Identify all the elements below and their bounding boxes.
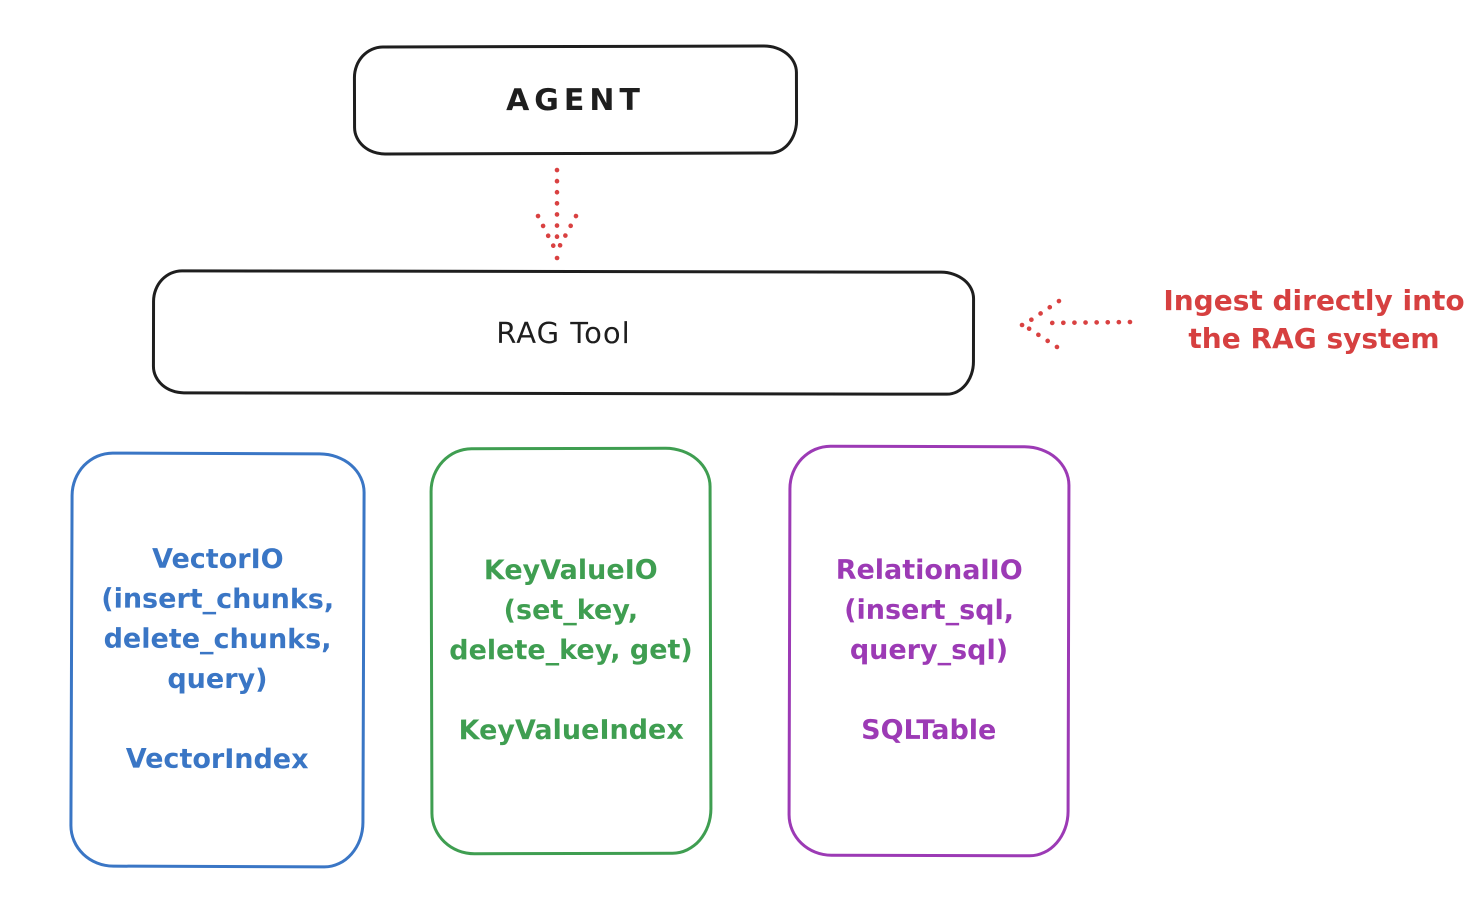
relational-io-line: query_sql) (849, 634, 1009, 667)
keyvalue-io-text: KeyValueIO (set_key, delete_key, get) Ke… (449, 551, 693, 752)
vector-io-line: VectorIO (152, 543, 284, 576)
ingest-annotation: Ingest directly into the RAG system (1138, 282, 1484, 358)
agent-to-ragtool-arrow (535, 167, 579, 261)
agent-node: AGENT (352, 44, 799, 156)
vector-io-line: (insert_chunks, (101, 583, 335, 616)
keyvalue-io-methods: KeyValueIO (set_key, delete_key, get) (449, 551, 693, 672)
keyvalue-io-line: delete_key, get) (449, 634, 693, 667)
ingest-annotation-line1: Ingest directly into (1163, 284, 1465, 317)
sql-table-label: SQLTable (861, 714, 997, 747)
relational-io-line: RelationalIO (835, 554, 1023, 587)
relational-io-line: (insert_sql, (844, 594, 1015, 627)
vector-io-node: VectorIO (insert_chunks, delete_chunks, … (69, 451, 366, 869)
ingest-annotation-arrow (1019, 298, 1133, 350)
ingest-annotation-line2: the RAG system (1188, 322, 1440, 355)
agent-label: AGENT (506, 82, 645, 118)
rag-tool-label: RAG Tool (496, 315, 631, 350)
keyvalue-io-line: KeyValueIO (483, 554, 658, 587)
vector-io-methods: VectorIO (insert_chunks, delete_chunks, … (101, 540, 334, 701)
relational-io-methods: RelationalIO (insert_sql, query_sql) (835, 551, 1023, 671)
keyvalue-io-node: KeyValueIO (set_key, delete_key, get) Ke… (429, 446, 713, 856)
rag-tool-node: RAG Tool (151, 269, 976, 396)
vector-index-label: VectorIndex (125, 743, 309, 776)
keyvalue-index-label: KeyValueIndex (458, 714, 684, 747)
vector-io-text: VectorIO (insert_chunks, delete_chunks, … (101, 540, 335, 781)
keyvalue-io-line: (set_key, (503, 594, 639, 627)
vector-io-line: delete_chunks, (103, 623, 332, 656)
vector-io-line: query) (167, 663, 268, 696)
relational-io-text: RelationalIO (insert_sql, query_sql) SQL… (835, 551, 1023, 751)
relational-io-node: RelationalIO (insert_sql, query_sql) SQL… (787, 444, 1071, 858)
